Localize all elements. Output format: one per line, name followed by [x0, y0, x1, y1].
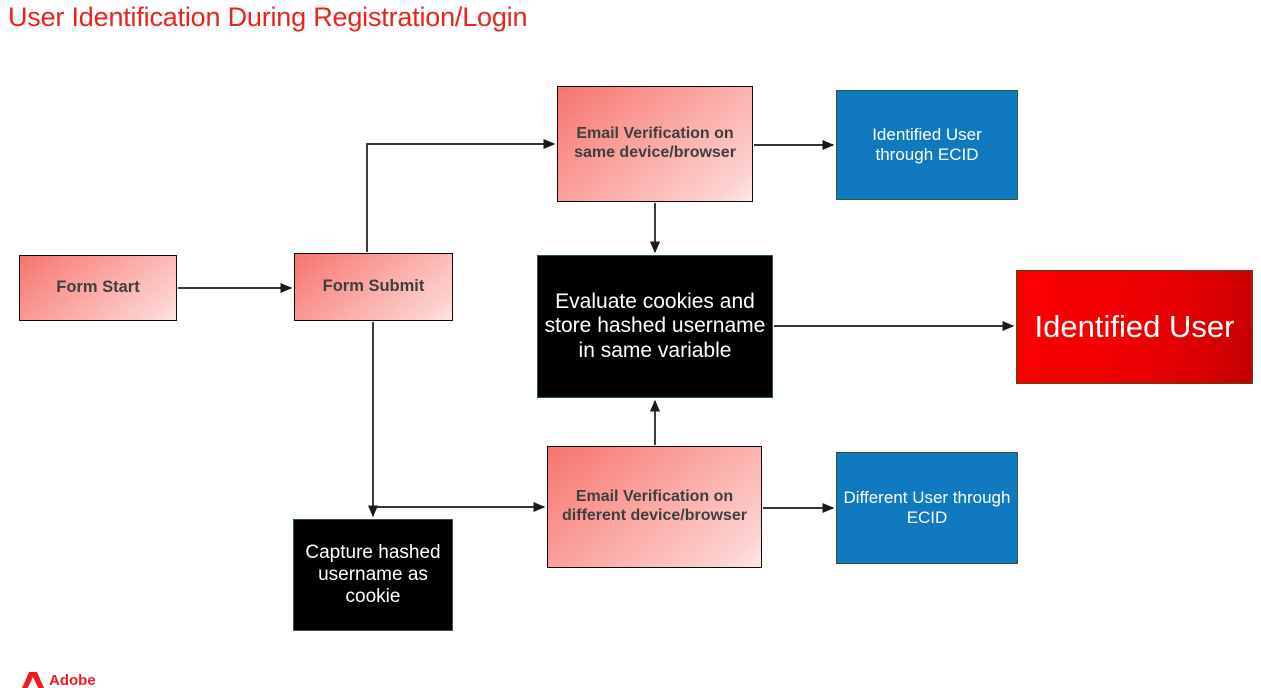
node-email-verification-same-device-label: Email Verification on same device/browse… — [574, 125, 736, 161]
node-identified-user-through-ecid[interactable]: Identified User through ECID — [836, 90, 1018, 200]
node-identified-user[interactable]: Identified User — [1016, 270, 1253, 384]
node-evaluate-cookies-label: Evaluate cookies and store hashed userna… — [544, 289, 766, 362]
adobe-a-icon — [22, 672, 44, 688]
node-evaluate-cookies[interactable]: Evaluate cookies and store hashed userna… — [537, 255, 773, 398]
node-email-verification-different-device-label: Email Verification on different device/b… — [562, 488, 747, 524]
node-different-user-through-ecid[interactable]: Different User through ECID — [836, 452, 1018, 564]
connector-form-submit-to-email-same — [366, 138, 556, 252]
node-form-submit-label: Form Submit — [322, 277, 425, 296]
node-email-verification-same-device[interactable]: Email Verification on same device/browse… — [557, 86, 753, 202]
adobe-wordmark: Adobe — [49, 672, 96, 688]
node-different-user-through-ecid-label: Different User through ECID — [843, 488, 1011, 527]
node-form-submit[interactable]: Form Submit — [294, 253, 453, 321]
node-identified-user-label: Identified User — [1034, 308, 1235, 344]
adobe-logo: Adobe — [22, 672, 96, 688]
page-title: User Identification During Registration/… — [8, 2, 528, 32]
node-form-start[interactable]: Form Start — [19, 255, 177, 321]
node-capture-hashed-username-cookie[interactable]: Capture hashed username as cookie — [293, 519, 453, 631]
node-form-start-label: Form Start — [56, 278, 140, 297]
node-identified-user-through-ecid-label: Identified User through ECID — [872, 125, 982, 164]
node-capture-hashed-username-cookie-label: Capture hashed username as cookie — [305, 541, 441, 608]
node-email-verification-different-device[interactable]: Email Verification on different device/b… — [547, 446, 762, 568]
